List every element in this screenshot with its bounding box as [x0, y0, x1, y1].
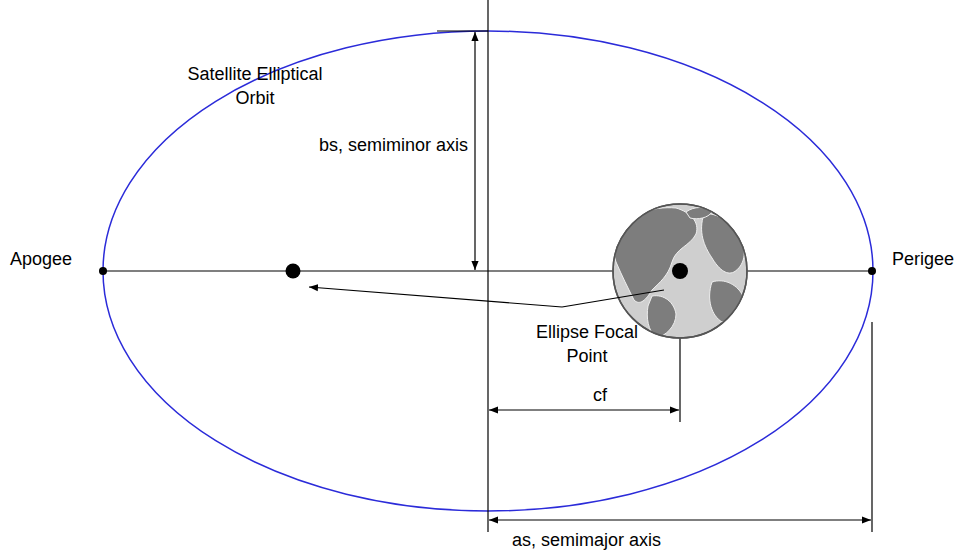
orbit-title: Satellite Elliptical Orbit: [178, 62, 332, 110]
leader-line: [562, 290, 664, 307]
extension-line: [871, 322, 872, 532]
apsis-label: Apogee: [10, 247, 90, 271]
extension-line: [437, 30, 488, 31]
callout-label: Ellipse Focal Point: [522, 320, 652, 368]
semimajor-dimension: [489, 519, 871, 520]
leader-line: [309, 287, 562, 307]
dimension-label: cf: [560, 383, 640, 407]
focal-point-dot: [286, 264, 301, 279]
dimension-label: bs, semiminor axis: [300, 133, 468, 157]
perigee-dot: [868, 267, 876, 275]
focal-distance-dimension: [489, 409, 679, 410]
semiminor-dimension: [474, 32, 475, 270]
minor-axis-line: [487, 0, 488, 532]
focal-point-dot: [672, 263, 688, 279]
dimension-label: as, semimajor axis: [512, 528, 732, 552]
earth: [613, 204, 747, 338]
apsis-label: Perigee: [892, 247, 968, 271]
apogee-dot: [99, 267, 107, 275]
